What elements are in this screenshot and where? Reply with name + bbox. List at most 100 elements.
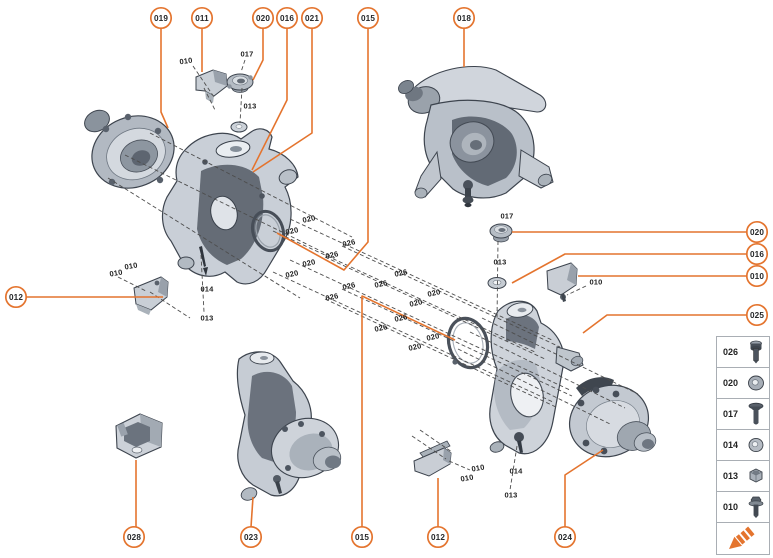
forward-arrow-icon — [726, 526, 760, 552]
callout-020-right[interactable]: 020 — [745, 220, 769, 244]
seal-ring-illustration-top — [250, 209, 286, 253]
part-number-label: 020 — [408, 341, 423, 353]
callout-label: 019 — [154, 14, 168, 23]
part-number-label: 010 — [460, 472, 474, 483]
callout-label: 025 — [750, 311, 764, 320]
flange-bolt-icon — [746, 494, 766, 520]
callout-label: 021 — [305, 14, 319, 23]
part-number-label: 020 — [409, 297, 424, 309]
callout-019[interactable]: 019 — [149, 6, 173, 30]
legend-item-026[interactable]: 026 — [717, 337, 769, 368]
callout-024[interactable]: 024 — [553, 525, 577, 549]
callout-023[interactable]: 023 — [239, 525, 263, 549]
washer-thin-icon — [746, 432, 766, 458]
wheel-bearing-hub-illustration — [84, 109, 175, 189]
legend-panel: 026 020 017 014 013 010 — [716, 336, 770, 555]
part-number-label: 017 — [240, 50, 253, 59]
legend-item-017[interactable]: 017 — [717, 399, 769, 430]
callout-label: 011 — [195, 14, 209, 23]
legend-item-label: 026 — [723, 347, 739, 357]
flanged-bushing-illustration-top — [226, 73, 254, 93]
callout-011[interactable]: 011 — [190, 6, 214, 30]
legend-item-label: 020 — [723, 378, 739, 388]
callout-label: 020 — [256, 14, 270, 23]
part-number-label: 026 — [374, 322, 389, 334]
flat-screw-icon — [746, 401, 766, 427]
callout-018[interactable]: 018 — [452, 6, 476, 30]
hex-nut-icon — [746, 463, 766, 489]
legend-item-label: 017 — [723, 409, 739, 419]
legend-item-label: 010 — [723, 502, 739, 512]
bracket-illustration-left — [133, 276, 169, 315]
callout-025[interactable]: 025 — [745, 303, 769, 327]
callout-021[interactable]: 021 — [300, 6, 324, 30]
legend-item-label: 014 — [723, 440, 739, 450]
legend-item-020[interactable]: 020 — [717, 368, 769, 399]
part-number-label: 013 — [493, 258, 506, 267]
part-number-label: 013 — [243, 102, 256, 111]
legend-arrow-row[interactable] — [717, 523, 769, 554]
part-number-label: 026 — [342, 237, 357, 249]
washer-illustration-top — [230, 121, 248, 133]
part-number-label: 026 — [325, 249, 340, 261]
callout-label: 012 — [9, 293, 23, 302]
callout-015-top[interactable]: 015 — [356, 6, 380, 30]
callout-012-bottom[interactable]: 012 — [426, 525, 450, 549]
steering-knuckle-illustration-top-left — [161, 128, 299, 285]
part-number-label: 014 — [509, 467, 523, 476]
callout-012-left[interactable]: 012 — [4, 285, 28, 309]
part-number-label: 026 — [394, 267, 409, 279]
part-number-label: 010 — [124, 260, 138, 271]
legend-item-014[interactable]: 014 — [717, 430, 769, 461]
part-number-label: 013 — [200, 314, 213, 323]
part-number-label: 026 — [394, 312, 409, 324]
part-number-label: 010 — [109, 267, 123, 278]
part-number-label: 026 — [342, 280, 357, 292]
part-number-labels: 0100170130140130100100200200260260200200… — [109, 50, 603, 500]
callout-label: 010 — [750, 272, 764, 281]
callout-label: 024 — [558, 533, 572, 542]
callout-leader-lines — [26, 28, 747, 528]
assembled-knuckle-illustration-top-right — [398, 65, 554, 208]
callout-label: 016 — [750, 250, 764, 259]
part-number-label: 026 — [325, 291, 340, 303]
legend-item-label: 013 — [723, 471, 739, 481]
part-number-label: 020 — [302, 257, 317, 269]
hex-bolt-icon — [746, 339, 766, 365]
part-number-label: 010 — [471, 462, 485, 473]
part-number-label: 014 — [200, 285, 214, 294]
callout-label: 028 — [127, 533, 141, 542]
callout-label: 012 — [431, 533, 445, 542]
part-number-label: 020 — [302, 213, 317, 225]
callout-label: 020 — [750, 228, 764, 237]
part-number-label: 013 — [504, 491, 517, 500]
callout-028[interactable]: 028 — [122, 525, 146, 549]
parts-artwork — [84, 65, 657, 501]
part-number-label: 020 — [427, 287, 442, 299]
part-number-label: 010 — [589, 278, 602, 287]
washer-icon — [746, 370, 766, 396]
callout-015-bottom[interactable]: 015 — [350, 525, 374, 549]
legend-item-013[interactable]: 013 — [717, 461, 769, 492]
part-number-label: 017 — [500, 212, 513, 221]
steering-knuckle-illustration-bottom-center — [236, 351, 342, 501]
part-number-label: 026 — [374, 278, 389, 290]
legend-item-010[interactable]: 010 — [717, 492, 769, 523]
callout-label: 015 — [361, 14, 375, 23]
callout-label: 018 — [457, 14, 471, 23]
steering-knuckle-hub-illustration-bottom-right — [446, 300, 657, 458]
callout-016-top[interactable]: 016 — [275, 6, 299, 30]
snap-ring-illustration — [446, 316, 490, 370]
callout-010-right[interactable]: 010 — [745, 264, 769, 288]
part-number-label: 020 — [426, 331, 441, 343]
part-number-label: 020 — [285, 225, 300, 237]
callout-020-top[interactable]: 020 — [251, 6, 275, 30]
bracket-illustration-right — [546, 262, 578, 302]
flange-nut-illustration-right — [489, 223, 513, 243]
washer-illustration-right — [487, 277, 507, 289]
callout-016-right[interactable]: 016 — [745, 242, 769, 266]
bracket-illustration-top — [195, 69, 228, 103]
part-number-label: 010 — [179, 56, 193, 67]
